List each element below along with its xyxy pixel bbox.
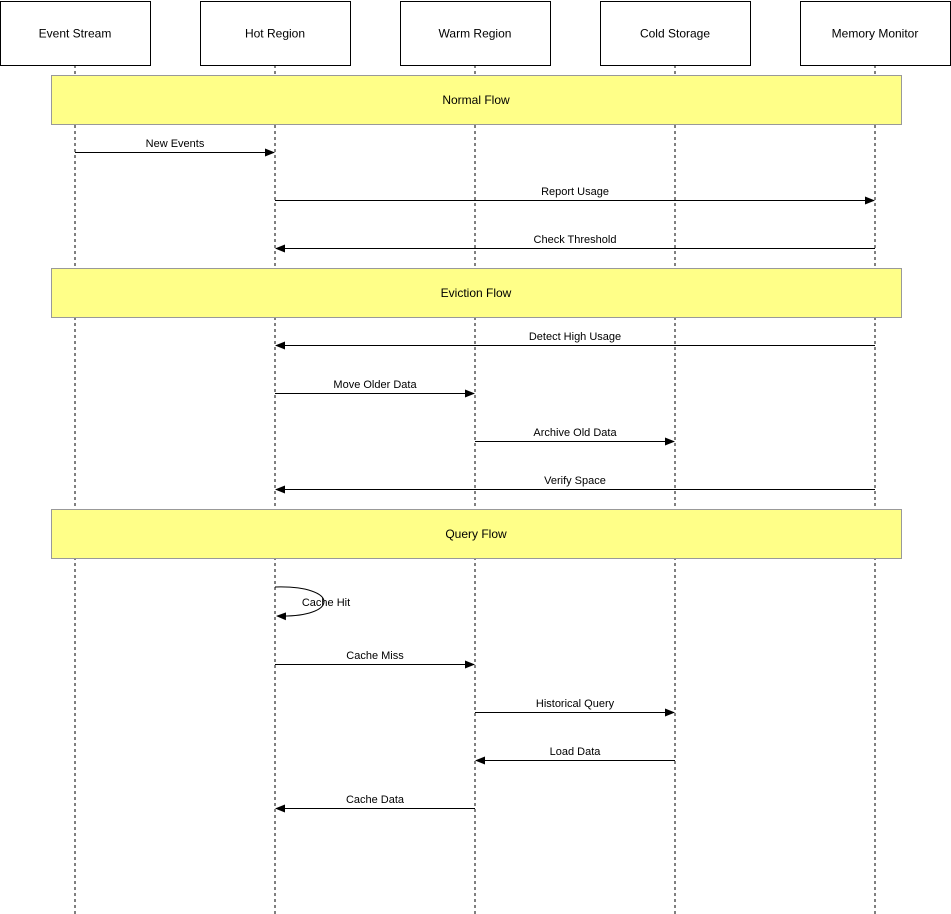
participant-box: [600, 1, 751, 66]
message-report-usage: Report Usage: [275, 186, 875, 205]
participant-hot-region: Hot Region: [200, 1, 351, 66]
participant-box: [200, 1, 351, 66]
note-box: [51, 268, 902, 318]
message-label: Archive Old Data: [533, 427, 617, 439]
message-label: Report Usage: [541, 186, 609, 198]
message-label: Load Data: [550, 746, 602, 758]
message-cache-data: Cache Data: [275, 794, 475, 813]
message-label: Check Threshold: [534, 234, 617, 246]
message-new-events: New Events: [75, 138, 275, 157]
participant-cold-storage: Cold Storage: [600, 1, 751, 66]
participant-memory-monitor: Memory Monitor: [800, 1, 951, 66]
participant-label: Hot Region: [245, 27, 305, 41]
message-move-older-data: Move Older Data: [275, 379, 475, 398]
message-cache-miss: Cache Miss: [275, 650, 475, 669]
participant-box: [0, 1, 151, 66]
participant-label: Cold Storage: [640, 27, 710, 41]
message-cache-hit: Cache Hit: [274, 586, 350, 621]
message-label: Verify Space: [544, 475, 606, 487]
participant-label: Warm Region: [439, 27, 512, 41]
note-label: Query Flow: [445, 527, 507, 541]
participant-box: [400, 1, 551, 66]
message-historical-query: Historical Query: [475, 698, 675, 717]
message-archive-old-data: Archive Old Data: [475, 427, 675, 446]
message-label: Historical Query: [536, 698, 615, 710]
message-label: Detect High Usage: [529, 331, 621, 343]
note-query-flow: Query Flow: [51, 509, 902, 559]
participant-box: [800, 1, 951, 66]
participant-event-stream: Event Stream: [0, 1, 151, 66]
note-label: Eviction Flow: [441, 286, 512, 300]
message-label: Cache Miss: [346, 650, 404, 662]
note-box: [51, 75, 902, 125]
message-label: Cache Data: [346, 794, 405, 806]
note-label: Normal Flow: [442, 93, 510, 107]
message-check-threshold: Check Threshold: [275, 234, 875, 253]
message-arrow: [274, 586, 325, 621]
note-box: [51, 509, 902, 559]
participant-label: Memory Monitor: [832, 27, 919, 41]
message-label: New Events: [146, 138, 205, 150]
message-label: Move Older Data: [333, 379, 417, 391]
message-label: Cache Hit: [302, 597, 350, 609]
message-verify-space: Verify Space: [275, 475, 875, 494]
participant-label: Event Stream: [39, 27, 112, 41]
note-eviction-flow: Eviction Flow: [51, 268, 902, 318]
message-detect-high-usage: Detect High Usage: [275, 331, 875, 350]
participant-warm-region: Warm Region: [400, 1, 551, 66]
note-normal-flow: Normal Flow: [51, 75, 902, 125]
message-load-data: Load Data: [475, 746, 675, 765]
